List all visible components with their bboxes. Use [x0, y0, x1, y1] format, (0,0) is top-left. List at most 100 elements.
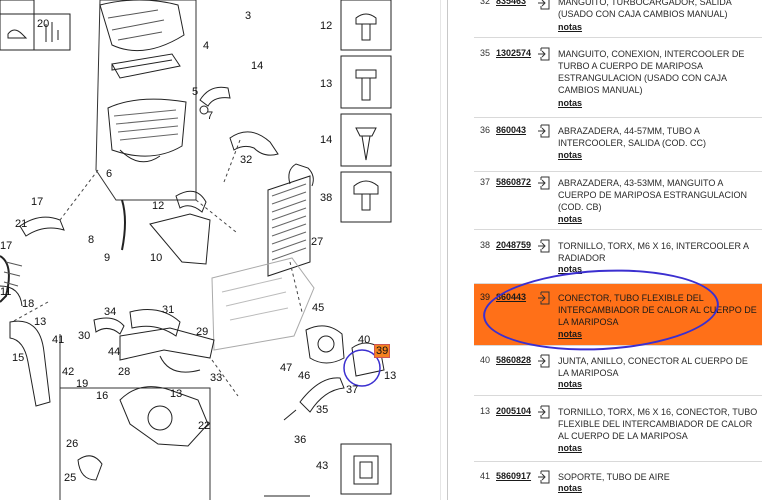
callout-17b[interactable]: 17 [0, 240, 13, 252]
part-number-link[interactable]: 2005104 [496, 406, 532, 416]
notas-link[interactable]: notas [558, 150, 583, 160]
callout-25[interactable]: 25 [64, 472, 77, 484]
callout-18[interactable]: 18 [22, 298, 35, 310]
part-description: JUNTA, ANILLO, CONECTOR AL CUERPO DE LA … [558, 356, 748, 378]
callout-4[interactable]: 4 [203, 40, 210, 52]
doc-arrow-icon[interactable] [537, 0, 551, 10]
part-row-36[interactable]: 36 860043 ABRAZADERA, 44-57MM, TUBO A IN… [474, 118, 762, 172]
part-number-link[interactable]: 860043 [496, 125, 527, 135]
callout-43[interactable]: 43 [316, 460, 329, 472]
part-ref: 39 [479, 292, 490, 302]
pane-divider[interactable] [447, 0, 448, 500]
notas-link[interactable]: notas [558, 264, 583, 274]
notas-link[interactable]: notas [558, 443, 583, 453]
part-ref: 36 [479, 125, 490, 135]
callout-3[interactable]: 3 [245, 10, 252, 22]
part-ref: 32 [479, 0, 490, 6]
part-number-link[interactable]: 5860917 [496, 471, 532, 481]
callout-17a[interactable]: 17 [31, 196, 44, 208]
part-row-35[interactable]: 35 1302574 MANGUITO, CONEXION, INTERCOOL… [474, 38, 762, 118]
doc-arrow-icon[interactable] [537, 176, 551, 190]
callout-29[interactable]: 29 [196, 326, 209, 338]
callout-21[interactable]: 21 [15, 218, 28, 230]
callout-13b[interactable]: 13 [34, 316, 47, 328]
part-row-38[interactable]: 38 2048759 TORNILLO, TORX, M6 X 16, INTE… [474, 230, 762, 284]
part-description: ABRAZADERA, 43-53MM, MANGUITO A CUERPO D… [558, 178, 748, 212]
callout-39-highlighted[interactable]: 39 [374, 344, 391, 358]
diagram-drawing [0, 0, 392, 500]
callout-7[interactable]: 7 [207, 110, 214, 122]
callout-37[interactable]: 37 [346, 384, 359, 396]
part-number-link[interactable]: 835463 [496, 0, 527, 6]
callout-46[interactable]: 46 [298, 370, 311, 382]
callout-8[interactable]: 8 [88, 234, 95, 246]
callout-27[interactable]: 27 [311, 236, 324, 248]
callout-35[interactable]: 35 [316, 404, 329, 416]
callout-13d[interactable]: 13 [384, 370, 397, 382]
part-row-32[interactable]: 32 835463 MANGUITO, TURBOCARGADOR, SALID… [474, 0, 762, 38]
callout-28[interactable]: 28 [118, 366, 131, 378]
part-row-39-selected[interactable]: 39 860443 CONECTOR, TUBO FLEXIBLE DEL IN… [474, 284, 762, 346]
part-ref: 13 [479, 406, 490, 416]
doc-arrow-icon[interactable] [537, 239, 551, 253]
notas-link[interactable]: notas [558, 379, 583, 389]
callout-42[interactable]: 42 [62, 366, 75, 378]
callout-31[interactable]: 31 [162, 304, 175, 316]
callout-30[interactable]: 30 [78, 330, 91, 342]
part-row-41[interactable]: 41 5860917 SOPORTE, TUBO DE AIRE notas [474, 462, 762, 500]
callout-22[interactable]: 22 [198, 420, 211, 432]
callout-47[interactable]: 47 [280, 362, 293, 374]
notas-link[interactable]: notas [558, 22, 583, 32]
callout-19[interactable]: 19 [76, 378, 89, 390]
callout-32[interactable]: 32 [240, 154, 253, 166]
callout-14[interactable]: 14 [251, 60, 264, 72]
part-description: CONECTOR, TUBO FLEXIBLE DEL INTERCAMBIAD… [558, 293, 757, 327]
callout-15[interactable]: 15 [12, 352, 25, 364]
callout-13[interactable]: 13 [320, 78, 333, 90]
callout-40[interactable]: 40 [358, 334, 371, 346]
callout-16[interactable]: 16 [96, 390, 109, 402]
callout-38[interactable]: 38 [320, 192, 333, 204]
callout-9[interactable]: 9 [104, 252, 111, 264]
doc-arrow-icon[interactable] [537, 470, 551, 484]
part-description: TORNILLO, TORX, M6 X 16, INTERCOOLER A R… [558, 241, 749, 263]
part-number-link[interactable]: 860443 [496, 292, 527, 302]
part-row-40[interactable]: 40 5860828 JUNTA, ANILLO, CONECTOR AL CU… [474, 346, 762, 396]
part-number-link[interactable]: 5860828 [496, 355, 532, 365]
callout-20[interactable]: 20 [37, 18, 50, 30]
doc-arrow-icon[interactable] [537, 291, 551, 305]
callout-26[interactable]: 26 [66, 438, 79, 450]
doc-arrow-icon[interactable] [537, 124, 551, 138]
callout-5[interactable]: 5 [192, 86, 199, 98]
notas-link[interactable]: notas [558, 214, 583, 224]
callout-11[interactable]: 11 [0, 286, 12, 298]
callout-41[interactable]: 41 [52, 334, 65, 346]
callout-6[interactable]: 6 [106, 168, 113, 180]
part-ref: 40 [479, 355, 490, 365]
part-row-37[interactable]: 37 5860872 ABRAZADERA, 43-53MM, MANGUITO… [474, 172, 762, 230]
callout-45[interactable]: 45 [312, 302, 325, 314]
doc-arrow-icon[interactable] [537, 405, 551, 419]
pane-divider-left [440, 0, 441, 500]
callout-14b[interactable]: 14 [320, 134, 333, 146]
part-number-link[interactable]: 1302574 [496, 48, 532, 58]
doc-arrow-icon[interactable] [537, 47, 551, 61]
callout-13c[interactable]: 13 [170, 388, 183, 400]
callout-34[interactable]: 34 [104, 306, 117, 318]
notas-link[interactable]: notas [558, 329, 583, 339]
part-description: SOPORTE, TUBO DE AIRE [558, 472, 670, 482]
part-description: TORNILLO, TORX, M6 X 16, CONECTOR, TUBO … [558, 407, 758, 441]
part-row-13[interactable]: 13 2005104 TORNILLO, TORX, M6 X 16, CONE… [474, 396, 762, 462]
part-ref: 37 [479, 177, 490, 187]
notas-link[interactable]: notas [558, 98, 583, 108]
notas-link[interactable]: notas [558, 483, 583, 493]
callout-33[interactable]: 33 [210, 372, 223, 384]
callout-12[interactable]: 12 [320, 20, 333, 32]
callout-12b[interactable]: 12 [152, 200, 165, 212]
part-number-link[interactable]: 5860872 [496, 177, 532, 187]
callout-10[interactable]: 10 [150, 252, 163, 264]
doc-arrow-icon[interactable] [537, 354, 551, 368]
callout-36[interactable]: 36 [294, 434, 307, 446]
callout-44[interactable]: 44 [108, 346, 121, 358]
part-number-link[interactable]: 2048759 [496, 240, 532, 250]
